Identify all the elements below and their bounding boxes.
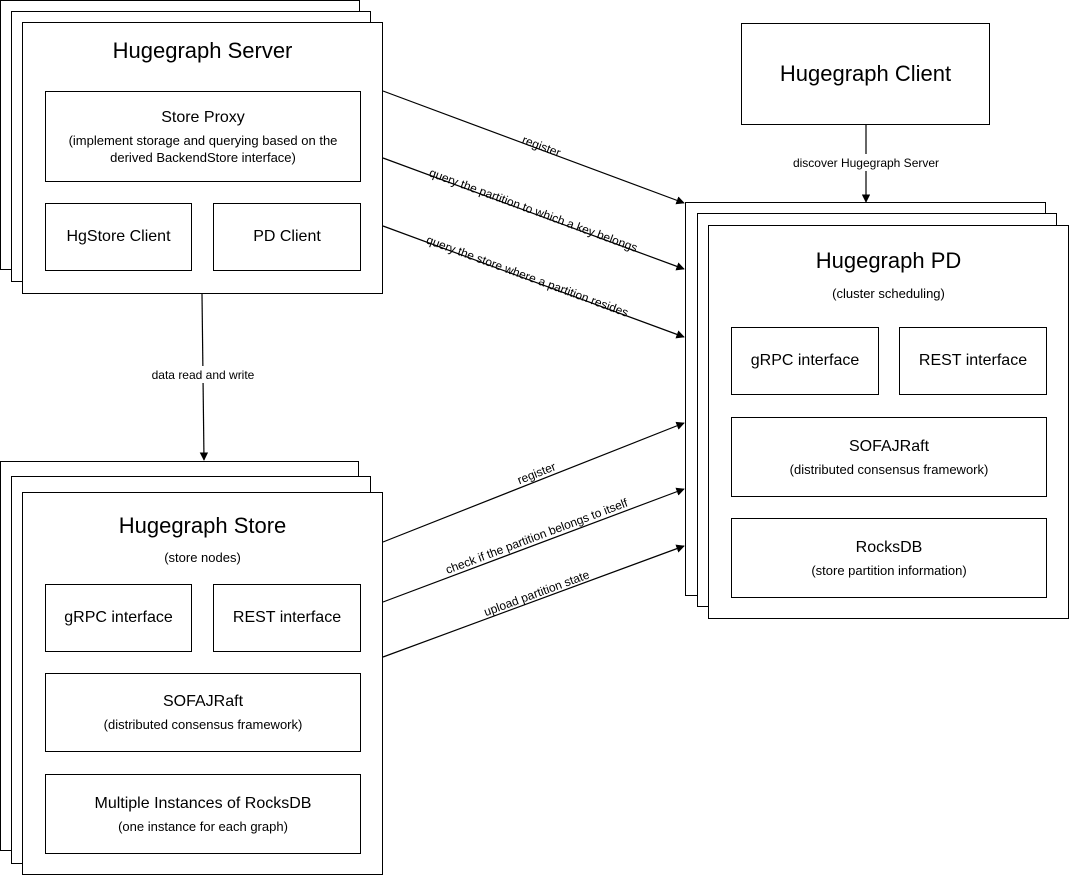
arrow-server-query-store <box>382 225 685 339</box>
pd-client-box: PD Client <box>213 203 361 271</box>
pd-grpc-interface-box: gRPC interface <box>731 327 879 395</box>
pd-rocksdb-desc: (store partition information) <box>811 562 967 578</box>
label-store-check: check if the partition belongs to itself <box>444 495 631 576</box>
arrow-server-query-partition <box>382 157 685 271</box>
hugegraph-client-box: Hugegraph Client <box>741 23 990 125</box>
hugegraph-server-panel: Hugegraph Server Store Proxy (implement … <box>22 22 383 294</box>
pd-client-label: PD Client <box>253 228 321 245</box>
pd-sofajraft-box: SOFAJRaft (distributed consensus framewo… <box>731 417 1047 497</box>
store-proxy-desc: (implement storage and querying based on… <box>68 132 338 165</box>
hugegraph-store-panel: Hugegraph Store (store nodes) gRPC inter… <box>22 492 383 875</box>
store-proxy-box: Store Proxy (implement storage and query… <box>45 91 361 182</box>
arrow-store-upload <box>382 544 685 658</box>
store-title: Hugegraph Store <box>118 513 287 538</box>
pd-sofajraft-title: SOFAJRaft <box>848 437 930 455</box>
hgstore-client-box: HgStore Client <box>45 203 192 271</box>
arrow-server-register <box>382 90 685 205</box>
hgstore-client-label: HgStore Client <box>66 228 171 245</box>
hugegraph-pd-panel: Hugegraph PD (cluster scheduling) gRPC i… <box>708 225 1069 619</box>
store-sofajraft-title: SOFAJRaft <box>162 693 244 710</box>
label-store-upload: upload partition state <box>482 567 592 619</box>
store-grpc-interface-box: gRPC interface <box>45 584 192 652</box>
server-title: Hugegraph Server <box>112 38 293 63</box>
label-store-register: register <box>515 459 557 487</box>
arrow-store-check <box>382 487 685 603</box>
pd-rocksdb-box: RocksDB (store partition information) <box>731 518 1047 598</box>
pd-title: Hugegraph PD <box>815 248 962 273</box>
store-sofajraft-desc: (distributed consensus framework) <box>103 717 303 732</box>
store-rocksdb-box: Multiple Instances of RocksDB (one insta… <box>45 774 361 854</box>
store-proxy-title: Store Proxy <box>161 108 245 126</box>
label-server-query-store: query the store where a partition reside… <box>424 233 630 320</box>
store-rest-label: REST interface <box>232 609 342 626</box>
arrow-store-register <box>382 421 685 543</box>
store-subtitle: (store nodes) <box>164 550 241 565</box>
store-rocksdb-title: Multiple Instances of RocksDB <box>94 794 312 812</box>
pd-sofajraft-desc: (distributed consensus framework) <box>789 461 989 477</box>
pd-grpc-label: gRPC interface <box>750 352 860 369</box>
arrow-data-rw <box>199 293 209 461</box>
store-grpc-label: gRPC interface <box>64 609 173 626</box>
label-server-register: register <box>520 133 562 160</box>
label-data-rw: data read and write <box>152 368 255 382</box>
label-server-query-partition: query the partition to which a key belon… <box>427 166 639 255</box>
store-rocksdb-desc: (one instance for each graph) <box>118 818 288 834</box>
client-title: Hugegraph Client <box>779 61 952 86</box>
pd-subtitle: (cluster scheduling) <box>832 286 945 301</box>
label-client-discover: discover Hugegraph Server <box>793 156 939 170</box>
pd-rest-label: REST interface <box>918 352 1028 369</box>
pd-rocksdb-title: RocksDB <box>855 538 923 556</box>
pd-rest-interface-box: REST interface <box>899 327 1047 395</box>
store-rest-interface-box: REST interface <box>213 584 361 652</box>
store-sofajraft-box: SOFAJRaft (distributed consensus framewo… <box>45 673 361 752</box>
